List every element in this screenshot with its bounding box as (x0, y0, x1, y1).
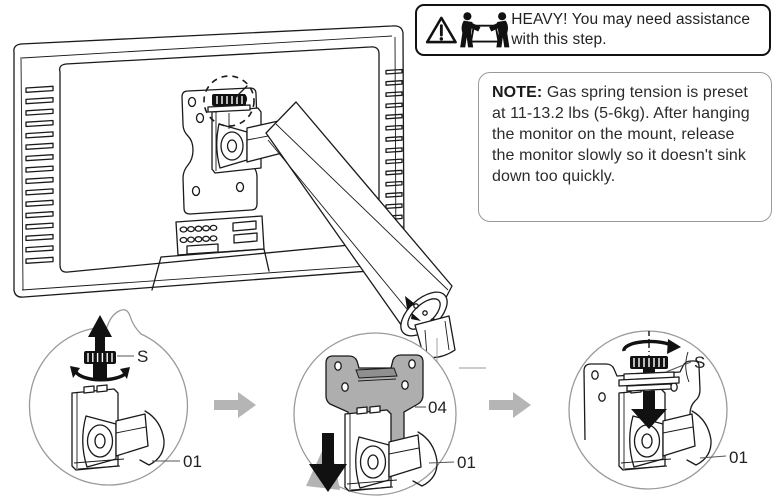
port-hole (209, 224, 218, 232)
port-hole (187, 236, 195, 243)
two-person-lift-icon (459, 12, 510, 48)
down-arrow-icon (309, 433, 347, 492)
vent-slot (25, 131, 54, 139)
warning-triangle-icon (425, 16, 457, 44)
vent-slot (25, 142, 54, 150)
warning-body: You may need assistance with this step. (511, 11, 751, 48)
label-part-04: 04 (428, 398, 447, 417)
vent-slot (385, 158, 403, 165)
port-hole (209, 235, 218, 242)
callout-step-3: S 01 (568, 330, 748, 490)
vent-slot (385, 113, 403, 120)
dashed-zoom-circle (203, 75, 255, 127)
rotate-arrow-icon (622, 331, 681, 360)
vent-slot (25, 119, 54, 128)
label-screw-s: S (694, 353, 705, 372)
vent-slot (25, 85, 54, 93)
vent-slot (25, 154, 54, 162)
label-part-01: 01 (729, 448, 748, 467)
thumbscrew-s (70, 351, 130, 410)
vent-slot (25, 233, 54, 242)
port-hole (179, 236, 188, 244)
vent-slot (385, 180, 403, 187)
callout-step-1: S 01 (28, 309, 202, 486)
note-body: Gas spring tension is preset at 11-13.2 … (492, 84, 750, 185)
port-panel (175, 215, 265, 256)
vent-slot (25, 256, 54, 264)
down-arrow-icon (631, 391, 667, 429)
label-screw-s: S (137, 347, 148, 366)
vent-slot (25, 188, 54, 196)
next-step-arrow-icon (489, 392, 531, 418)
port-hole (187, 225, 195, 233)
vent-slot (385, 169, 403, 176)
label-part-01: 01 (183, 452, 202, 471)
vent-slot (385, 192, 403, 198)
monitor-rear-illustration (13, 25, 486, 369)
port-hole (202, 225, 210, 232)
label-part-01: 01 (457, 453, 476, 472)
vent-slot (385, 68, 403, 75)
up-arrow-icon (88, 315, 112, 352)
note-box: NOTE: Gas spring tension is preset at 11… (478, 72, 772, 222)
port-hole (194, 225, 203, 232)
callout-step-2: 04 01 (293, 332, 476, 496)
vent-slot (25, 211, 54, 219)
vent-slot (25, 97, 54, 105)
vent-slot (25, 199, 54, 207)
vent-slots-left (25, 85, 54, 264)
monitor-bracket (211, 107, 287, 174)
vent-slot (385, 91, 403, 98)
thumbscrew-s (618, 356, 680, 392)
warning-text: HEAVY! You may need assistance with this… (511, 10, 763, 50)
vent-slot (385, 147, 403, 154)
vent-slot (385, 102, 403, 109)
vent-slot (385, 80, 403, 86)
stand-notch (151, 248, 270, 291)
warning-emphasis: HEAVY! (511, 11, 568, 28)
thumbscrew-highlight (203, 75, 255, 129)
vent-slot (385, 136, 403, 142)
port-hole (179, 226, 188, 233)
note-text: NOTE: Gas spring tension is preset at 11… (492, 82, 761, 187)
next-step-arrow-icon (214, 392, 256, 418)
note-heading: NOTE: (492, 84, 543, 101)
port-hole (194, 236, 203, 243)
port-hole (202, 235, 210, 242)
vent-slot (25, 222, 54, 230)
vent-slot (25, 245, 54, 253)
heavy-warning-box: HEAVY! You may need assistance with this… (415, 4, 771, 56)
vent-slot (25, 176, 54, 185)
vent-slot (385, 124, 403, 131)
vent-slot (25, 165, 54, 173)
gas-spring-arm (265, 101, 486, 369)
vent-slot (25, 108, 54, 116)
